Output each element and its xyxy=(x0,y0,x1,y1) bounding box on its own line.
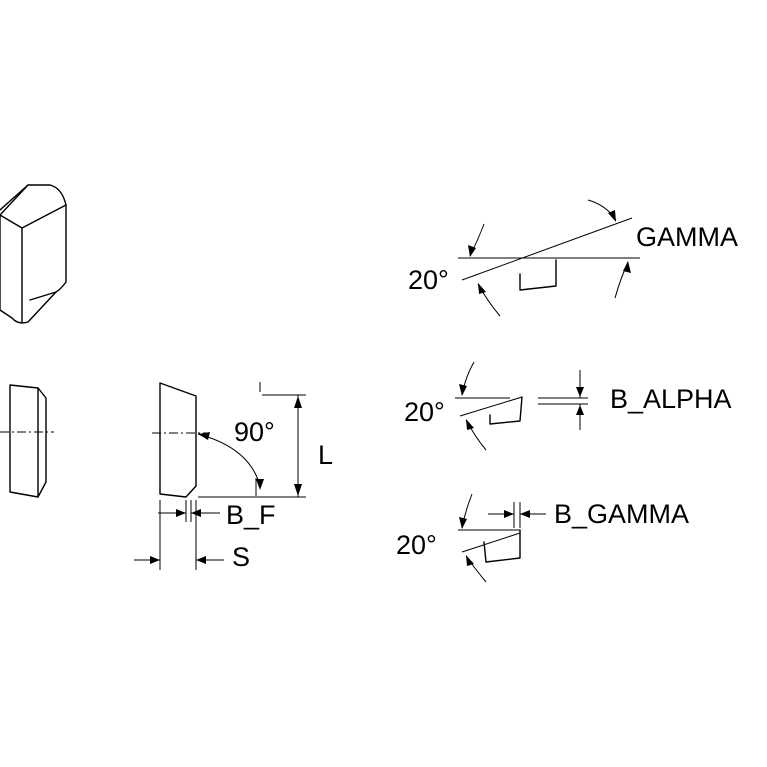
angle-20-bgamma-label: 20° xyxy=(396,530,437,560)
angle-90-label: 90° xyxy=(234,417,275,447)
thickness-s-label: S xyxy=(232,542,250,572)
b-f-label: B_F xyxy=(226,500,276,530)
front-view xyxy=(134,382,306,570)
b-alpha-label: B_ALPHA xyxy=(610,384,732,414)
b-gamma-label: B_GAMMA xyxy=(554,499,689,529)
side-view xyxy=(0,384,54,498)
gamma-detail xyxy=(458,199,640,317)
gamma-label: GAMMA xyxy=(636,222,738,252)
angle-20-alpha-label: 20° xyxy=(404,397,445,427)
angle-20-gamma-label: 20° xyxy=(408,265,449,295)
length-label: L xyxy=(318,440,333,470)
b-alpha-detail xyxy=(455,361,588,451)
b-gamma-detail xyxy=(458,493,546,583)
isometric-view xyxy=(0,184,67,324)
